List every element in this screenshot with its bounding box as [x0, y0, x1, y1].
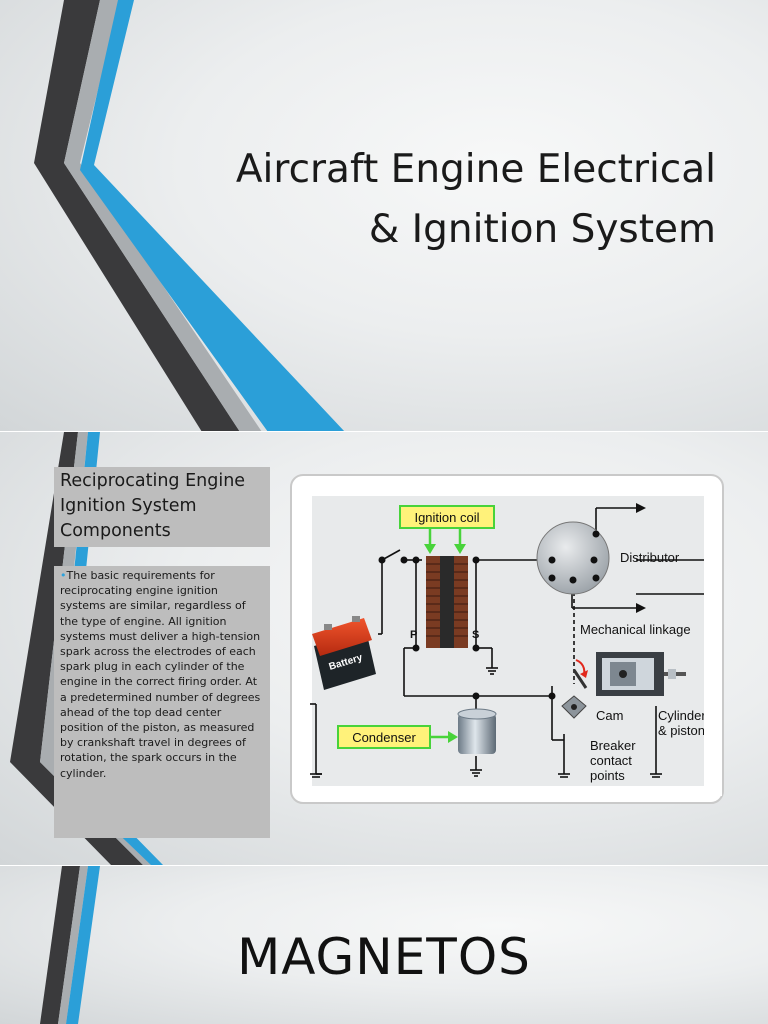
battery-icon: Battery — [312, 616, 376, 690]
cylinder-icon — [596, 652, 686, 696]
condenser-icon — [457, 708, 497, 754]
slide-decoration — [40, 866, 100, 1024]
distributor-label: Distributor — [620, 550, 680, 565]
ignition-coil-label: Ignition coil — [414, 510, 479, 525]
cam-icon — [561, 695, 587, 719]
breaker-label-2: contact — [590, 753, 632, 768]
slide-decoration — [34, 0, 345, 432]
title-line-1: Aircraft Engine Electrical — [235, 147, 716, 192]
cylinder-label-2: & piston — [658, 723, 705, 738]
s-terminal-label: S — [472, 629, 479, 641]
slide-magnetos: MAGNETOS — [0, 866, 768, 1024]
ignition-diagram: Ignition coil Condenser Distributor Mech… — [290, 474, 724, 804]
mechanical-linkage-label: Mechanical linkage — [580, 622, 691, 637]
section-heading-box: Reciprocating Engine Ignition System Com… — [54, 467, 270, 547]
magnetos-title: MAGNETOS — [237, 928, 531, 986]
body-paragraph: •The basic requirements for reciprocatin… — [54, 566, 270, 781]
p-terminal-label: P — [410, 629, 417, 641]
condenser-label: Condenser — [352, 730, 416, 745]
cam-label: Cam — [596, 708, 623, 723]
slide-components: Reciprocating Engine Ignition System Com… — [0, 432, 768, 866]
title-line-2: & Ignition System — [368, 207, 716, 252]
slide-title-text: Aircraft Engine Electrical & Ignition Sy… — [156, 140, 716, 260]
body-text: The basic requirements for reciprocating… — [60, 569, 261, 780]
cylinder-label-1: Cylinder — [658, 708, 706, 723]
breaker-label-3: points — [590, 768, 625, 783]
bullet-icon: • — [60, 569, 67, 582]
slide-title: Aircraft Engine Electrical & Ignition Sy… — [0, 0, 768, 432]
section-heading: Reciprocating Engine Ignition System Com… — [60, 471, 246, 541]
breaker-label-1: Breaker — [590, 738, 636, 753]
body-text-box: •The basic requirements for reciprocatin… — [54, 566, 270, 838]
